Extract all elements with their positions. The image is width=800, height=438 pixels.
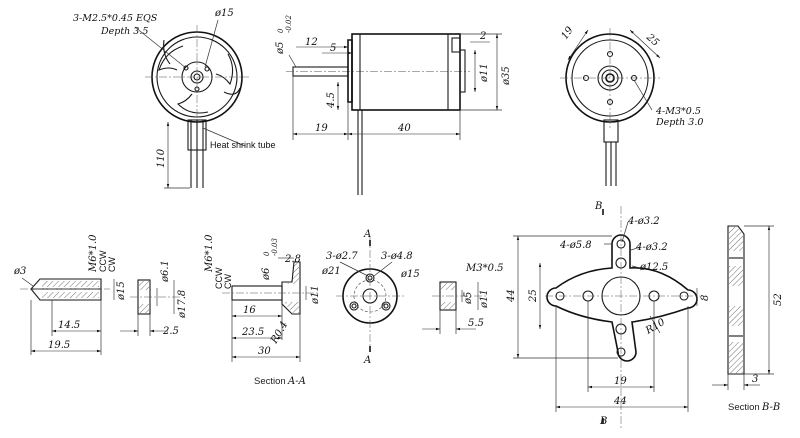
dia-11-side: ø11 bbox=[479, 63, 490, 83]
dim-25-v: 25 bbox=[528, 289, 539, 303]
thread-m6: M6*1.0 bbox=[88, 234, 99, 273]
motor-front-view: 19 25 4-M3*0.5 Depth 3.0 bbox=[559, 24, 703, 186]
sec-a-top: A bbox=[363, 229, 371, 240]
ccw-label-b: CCW bbox=[214, 267, 224, 289]
shaft-dia: ø5 bbox=[275, 42, 286, 55]
adapter-tol-lo: -0.03 bbox=[271, 238, 279, 256]
thread-note-1: 3-M2.5*0.45 EQS bbox=[73, 13, 158, 24]
section-aa-prefix: Section bbox=[254, 376, 286, 387]
sec-a-bot: A bbox=[363, 355, 371, 366]
dim-16: 16 bbox=[243, 305, 256, 316]
thread-note-2: Depth 3.5 bbox=[100, 26, 148, 37]
dim-19-5: 19.5 bbox=[48, 340, 70, 351]
ccw-label: CCW bbox=[98, 250, 108, 272]
dim-12: 12 bbox=[305, 37, 318, 48]
heat-shrink-label: Heat shrink tube bbox=[210, 140, 276, 150]
shaft-tol-lo: -0.02 bbox=[285, 15, 293, 33]
dim-2-8: 2.8 bbox=[284, 254, 301, 265]
shaft-adapter: 16 23.5 30 M6*1.0 CCW CW ø6 0 -0.03 2.8 … bbox=[204, 234, 321, 387]
washer: 2.5 ø6.1 ø17.8 bbox=[120, 260, 188, 337]
dim-44-v: 44 bbox=[506, 289, 517, 303]
section-bb-name: B-B bbox=[761, 402, 780, 413]
dia-15-flange: ø15 bbox=[400, 269, 420, 280]
dim-2-5: 2.5 bbox=[162, 326, 179, 337]
section-bb-prefix: Section bbox=[728, 402, 760, 413]
shaft-tol-hi: 0 bbox=[277, 28, 285, 33]
section-aa-name: A-A bbox=[287, 376, 306, 387]
dia-11-nut: ø11 bbox=[479, 289, 490, 309]
dim-19-side: 19 bbox=[315, 123, 328, 134]
cw-label: CW bbox=[107, 257, 117, 272]
motor-rear-view: 110 3-M2.5*0.45 EQS Depth 3.5 ø15 Heat s… bbox=[73, 8, 276, 189]
sec-b-bot: B bbox=[599, 416, 607, 427]
dim-5: 5 bbox=[330, 43, 336, 54]
holes-3-2-a: 4-ø3.2 bbox=[627, 216, 660, 227]
dia-15-cone: ø15 bbox=[116, 281, 127, 301]
sec-b-top: B bbox=[594, 201, 602, 212]
thread-m6-b: M6*1.0 bbox=[204, 234, 215, 273]
cw-label-b: CW bbox=[223, 274, 233, 289]
dim-r0-4: R0.4 bbox=[269, 320, 291, 347]
dim-3: 3 bbox=[752, 374, 758, 385]
holes-5-8: 4-ø5.8 bbox=[559, 240, 592, 251]
dim-40: 40 bbox=[397, 123, 411, 134]
dim-8: 8 bbox=[700, 295, 711, 301]
dim-4-5: 4.5 bbox=[326, 92, 337, 109]
dia-6-1: ø6.1 bbox=[160, 260, 171, 283]
dia-5-nut: ø5 bbox=[463, 292, 474, 305]
holes-3-2-b: 4-ø3.2 bbox=[635, 242, 668, 253]
section-bb-view: 52 3 Section B-B bbox=[712, 225, 784, 413]
dim-14-5: 14.5 bbox=[58, 320, 80, 331]
holes-2-7: 3-ø2.7 bbox=[326, 251, 358, 262]
dia-11-adapter: ø11 bbox=[310, 285, 321, 305]
x-mount: B B 44 25 8 19 44 4-ø3.2 4-ø5.8 4-ø3.2 ø… bbox=[506, 201, 711, 428]
dim-19-front: 19 bbox=[559, 24, 576, 41]
dia-21: ø21 bbox=[321, 266, 341, 277]
dim-110: 110 bbox=[156, 148, 167, 168]
dia-35: ø35 bbox=[501, 66, 512, 86]
adapter-tol-hi: 0 bbox=[263, 251, 271, 256]
dia-6-adapter: ø6 bbox=[261, 267, 272, 281]
dim-44-h: 44 bbox=[613, 396, 627, 407]
dia-15-top: ø15 bbox=[214, 8, 234, 19]
dim-30: 30 bbox=[258, 346, 271, 357]
prop-cone: 14.5 19.5 ø3 M6*1.0 CCW CW ø15 bbox=[13, 234, 127, 355]
dia-12-5: ø12.5 bbox=[639, 262, 668, 273]
dia-3: ø3 bbox=[13, 266, 26, 277]
dim-5-5: 5.5 bbox=[468, 318, 484, 329]
dim-52: 52 bbox=[773, 293, 784, 306]
holes-4-8: 3-ø4.8 bbox=[381, 251, 413, 262]
mount-nut: 5.5 M3*0.5 ø5 ø11 bbox=[422, 263, 504, 334]
mount-note-2: Depth 3.0 bbox=[655, 117, 703, 128]
prop-flange: A A 3-ø2.7 3-ø4.8 ø21 ø15 bbox=[321, 229, 420, 366]
dia-17-8: ø17.8 bbox=[177, 290, 188, 319]
dim-23-5: 23.5 bbox=[241, 327, 264, 338]
mount-note-1: 4-M3*0.5 bbox=[655, 106, 701, 117]
dim-25-front: 25 bbox=[643, 31, 661, 48]
motor-side-view: 19 40 12 5 2 4.5 ø11 ø35 ø5 0 -0.02 bbox=[275, 15, 512, 195]
dim-2: 2 bbox=[479, 31, 486, 42]
thread-m3: M3*0.5 bbox=[465, 263, 504, 274]
dim-19-mount: 19 bbox=[614, 376, 627, 387]
